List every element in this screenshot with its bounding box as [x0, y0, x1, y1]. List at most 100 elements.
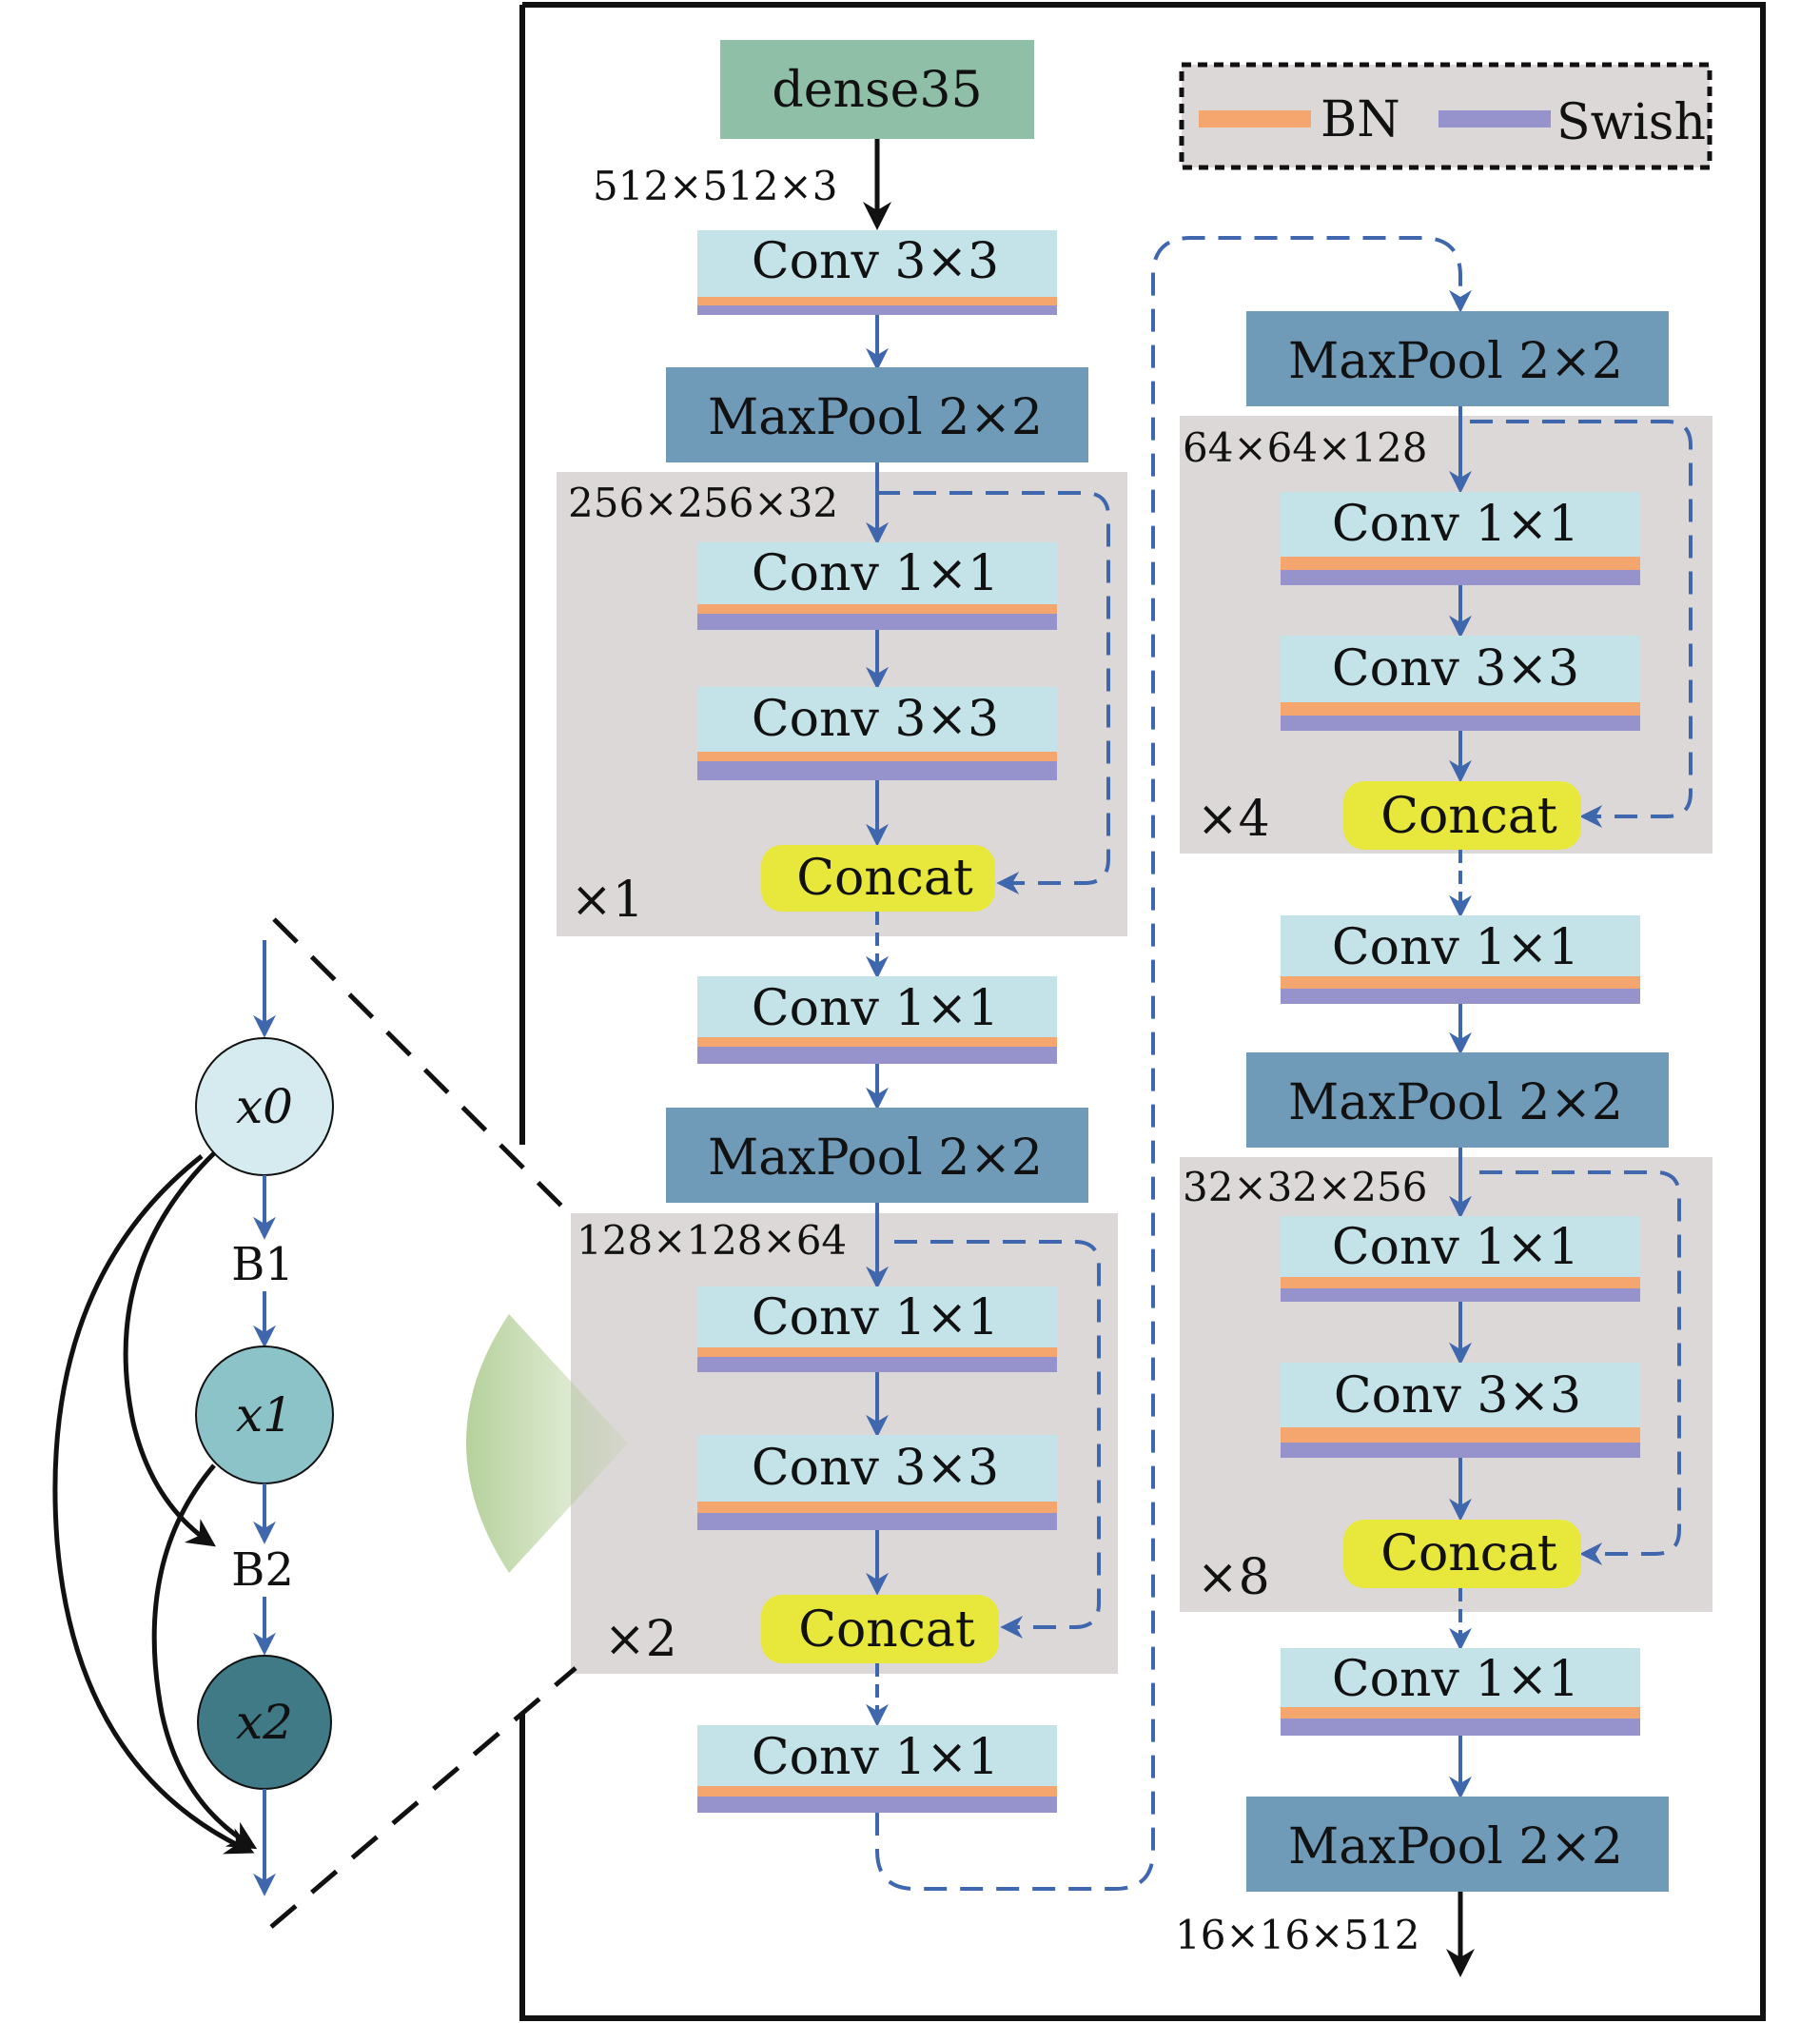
block2-conv-b-box [697, 1435, 1057, 1502]
zoom-line-top [272, 917, 577, 1222]
block4-conv-b-swish [1281, 1443, 1640, 1458]
block3-repeat: ×4 [1197, 791, 1270, 848]
block4-conv-a-swish [1281, 1288, 1640, 1302]
conv-after-block2-bn [697, 1786, 1057, 1797]
outer-frame [519, 2, 1766, 2021]
block1-repeat: ×1 [571, 872, 644, 929]
skip-x0-b2 [123, 1151, 216, 1547]
block1-conv-b-box [697, 687, 1057, 752]
block2-conv-a-swish [697, 1357, 1057, 1372]
block3-conv-a-label: Conv 1×1 [1332, 496, 1579, 553]
block2-dim: 128×128×64 [577, 1217, 847, 1264]
block1-conv-a-swish [697, 614, 1057, 630]
block4-concat-box [1343, 1520, 1581, 1588]
conv-after-block3-bn [1281, 976, 1640, 989]
conv-after-block3-label: Conv 1×1 [1332, 919, 1579, 976]
maxpool-3-label: MaxPool 2×2 [1288, 333, 1623, 390]
block2-conv-b-swish [697, 1513, 1057, 1530]
dense-block-detail: x0 B1 x1 B2 x2 [52, 940, 334, 1896]
node-x1-label: x1 [236, 1387, 293, 1443]
block4-conv-a-box [1281, 1216, 1640, 1277]
maxpool-2-box [666, 1108, 1088, 1203]
block2-skip [894, 1240, 1101, 1639]
block1-concat-label: Concat [796, 850, 973, 907]
conv-after-block2-label: Conv 1×1 [752, 1729, 999, 1786]
block3-concat-label: Concat [1380, 788, 1557, 845]
skip-x0-out [52, 1154, 255, 1855]
maxpool-1-box [666, 367, 1088, 462]
block1-conv-a-box [697, 542, 1057, 604]
block4-skip [1479, 1170, 1681, 1565]
conv-first-bn [697, 297, 1057, 305]
legend-swish-swatch [1438, 110, 1551, 128]
block2-conv-a-bn [697, 1347, 1057, 1357]
maxpool-2-label: MaxPool 2×2 [708, 1129, 1043, 1187]
block1-dim: 256×256×32 [568, 480, 838, 526]
block4-conv-b-box [1281, 1363, 1640, 1427]
legend-bn-label: BN [1321, 91, 1400, 148]
block4-concat-label: Concat [1380, 1525, 1557, 1582]
block3-conv-a-box [1281, 492, 1640, 557]
block1-conv-a-label: Conv 1×1 [752, 545, 999, 602]
block4-dim: 32×32×256 [1183, 1164, 1427, 1210]
block3-concat-box [1343, 781, 1581, 850]
node-x2-label: x2 [236, 1695, 293, 1750]
conv-after-block1-box [697, 976, 1057, 1037]
conv-after-block3-swish [1281, 989, 1640, 1004]
output-dim-label: 16×16×512 [1175, 1912, 1419, 1958]
conv-after-block4-label: Conv 1×1 [1332, 1651, 1579, 1708]
block1-concat-box [761, 845, 995, 912]
block2-conv-a-label: Conv 1×1 [752, 1289, 999, 1346]
block4-conv-b-bn [1281, 1427, 1640, 1443]
conv-after-block1-swish [697, 1047, 1057, 1064]
block3-conv-b-box [1281, 636, 1640, 702]
block2-concat-label: Concat [798, 1601, 975, 1659]
zoom-line-bottom [269, 1666, 577, 1929]
node-x0-label: x0 [236, 1079, 293, 1134]
conv-first-label: Conv 3×3 [752, 233, 999, 290]
block1-conv-b-swish [697, 761, 1057, 780]
left-column: dense35 512×512×3 Conv 3×3 MaxPool 2×2 2… [557, 40, 1127, 1813]
column-connector [875, 236, 1472, 1891]
label-b2: B2 [231, 1543, 294, 1597]
maxpool-3-box [1246, 311, 1669, 406]
conv-first-swish [697, 305, 1057, 315]
block4-conv-a-label: Conv 1×1 [1332, 1219, 1579, 1276]
block2-conv-a-box [697, 1286, 1057, 1347]
zoom-fan [466, 1314, 628, 1573]
dense35-label: dense35 [772, 62, 982, 119]
block2-concat-box [761, 1595, 999, 1663]
block2-repeat: ×2 [604, 1611, 677, 1668]
block4-conv-b-label: Conv 3×3 [1334, 1367, 1581, 1424]
block3-conv-b-label: Conv 3×3 [1332, 640, 1579, 697]
legend-swish-label: Swish [1556, 94, 1706, 151]
skip-x1-out [151, 1463, 258, 1850]
maxpool-5-label: MaxPool 2×2 [1288, 1818, 1623, 1876]
block3-conv-b-bn [1281, 702, 1640, 716]
label-b1: B1 [231, 1238, 294, 1291]
conv-first-box [697, 230, 1057, 297]
maxpool-5-box [1246, 1797, 1669, 1892]
conv-after-block4-box [1281, 1648, 1640, 1707]
block3-conv-a-swish [1281, 570, 1640, 585]
maxpool-4-box [1246, 1052, 1669, 1148]
block3-conv-a-bn [1281, 557, 1640, 570]
right-column: MaxPool 2×2 64×64×128 Conv 1×1 Conv 3×3 … [1175, 311, 1712, 1977]
block3-dim: 64×64×128 [1183, 424, 1427, 471]
block3-bg [1180, 416, 1712, 854]
conv-after-block4-bn [1281, 1707, 1640, 1719]
input-dim-label: 512×512×3 [593, 163, 837, 209]
block4-repeat: ×8 [1197, 1549, 1270, 1606]
block1-conv-b-label: Conv 3×3 [752, 691, 999, 748]
block3-conv-b-swish [1281, 716, 1640, 731]
block1-conv-a-bn [697, 604, 1057, 614]
conv-after-block2-swish [697, 1797, 1057, 1813]
conv-after-block2-box [697, 1725, 1057, 1786]
maxpool-1-label: MaxPool 2×2 [708, 389, 1043, 446]
dense35-box [720, 40, 1034, 139]
conv-after-block3-box [1281, 915, 1640, 976]
block2-conv-b-bn [697, 1502, 1057, 1513]
block4-conv-a-bn [1281, 1277, 1640, 1288]
maxpool-4-label: MaxPool 2×2 [1288, 1074, 1623, 1131]
